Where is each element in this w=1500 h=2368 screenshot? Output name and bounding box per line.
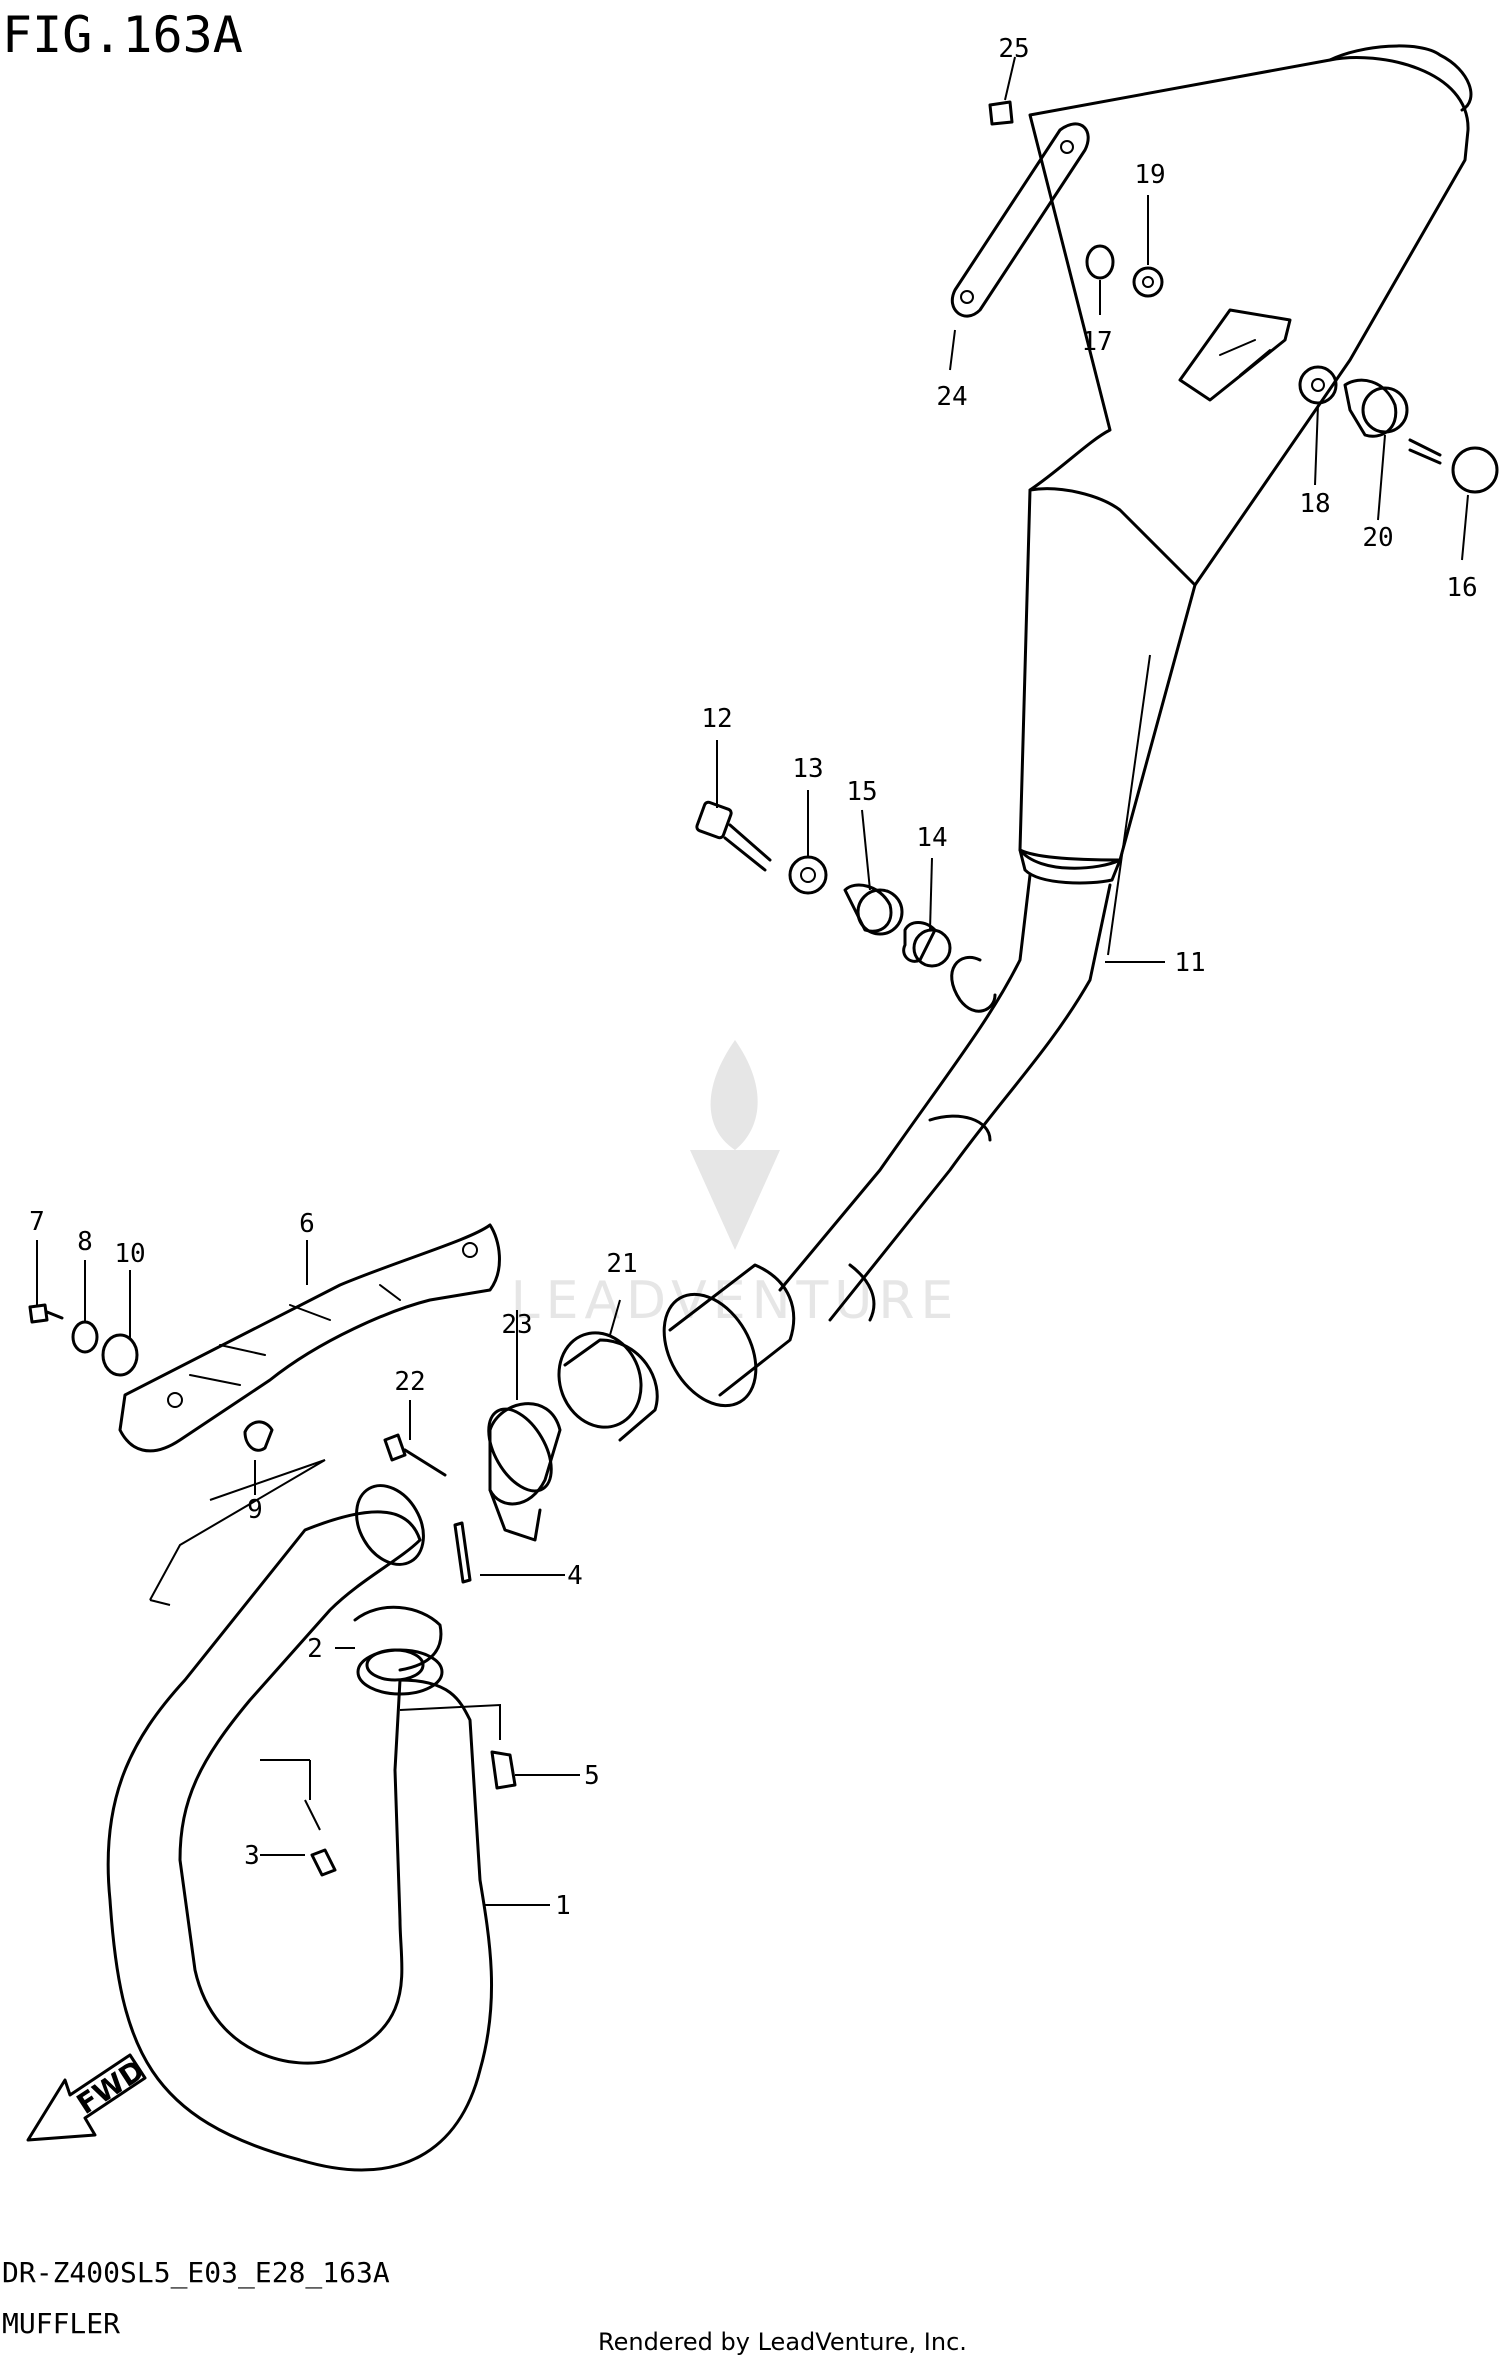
callout-14: 14 bbox=[916, 823, 947, 853]
muffler-front-hardware bbox=[695, 800, 952, 968]
callout-4: 4 bbox=[567, 1561, 583, 1591]
exhaust-pipe bbox=[106, 1484, 517, 2172]
callout-23: 23 bbox=[501, 1310, 532, 1340]
joint-parts bbox=[487, 1331, 659, 1542]
rendered-by: Rendered by LeadVenture, Inc. bbox=[598, 2328, 967, 2356]
callout-15: 15 bbox=[846, 777, 877, 807]
section-name: MUFFLER bbox=[2, 2307, 120, 2340]
callout-11: 11 bbox=[1174, 948, 1205, 978]
callout-12: 12 bbox=[701, 704, 732, 734]
callout-5: 5 bbox=[584, 1761, 600, 1791]
callout-3: 3 bbox=[244, 1841, 260, 1871]
muffler-band bbox=[950, 100, 1090, 318]
muffler-rear-hardware bbox=[1085, 244, 1499, 494]
callout-2: 2 bbox=[307, 1634, 323, 1664]
callout-13: 13 bbox=[792, 754, 823, 784]
callout-8: 8 bbox=[77, 1227, 93, 1257]
callout-10: 10 bbox=[114, 1239, 145, 1269]
callout-25: 25 bbox=[998, 34, 1029, 64]
callout-18: 18 bbox=[1299, 489, 1330, 519]
muffler-bracket bbox=[28, 1223, 501, 1477]
muffler-assembly bbox=[662, 44, 1473, 1408]
figure-title: FIG.163A bbox=[2, 6, 243, 64]
fwd-label: FWD bbox=[71, 2053, 150, 2121]
callout-7: 7 bbox=[29, 1207, 45, 1237]
callout-6: 6 bbox=[299, 1209, 315, 1239]
fwd-arrow-icon: FWD bbox=[26, 2053, 150, 2142]
model-code: DR-Z400SL5_E03_E28_163A bbox=[2, 2256, 390, 2290]
callout-16: 16 bbox=[1446, 573, 1477, 603]
callout-17: 17 bbox=[1081, 327, 1112, 357]
callout-leaders bbox=[36, 56, 1469, 1906]
callout-labels: 25 19 17 24 18 20 16 12 13 15 14 11 21 2… bbox=[29, 34, 1477, 1921]
callout-22: 22 bbox=[394, 1367, 425, 1397]
callout-21: 21 bbox=[606, 1249, 637, 1279]
callout-20: 20 bbox=[1362, 523, 1393, 553]
leadventure-watermark: LEADVENTURE bbox=[511, 1040, 953, 1331]
callout-24: 24 bbox=[936, 382, 967, 412]
callout-9: 9 bbox=[247, 1495, 263, 1525]
callout-19: 19 bbox=[1134, 160, 1165, 190]
callout-1: 1 bbox=[555, 1891, 571, 1921]
